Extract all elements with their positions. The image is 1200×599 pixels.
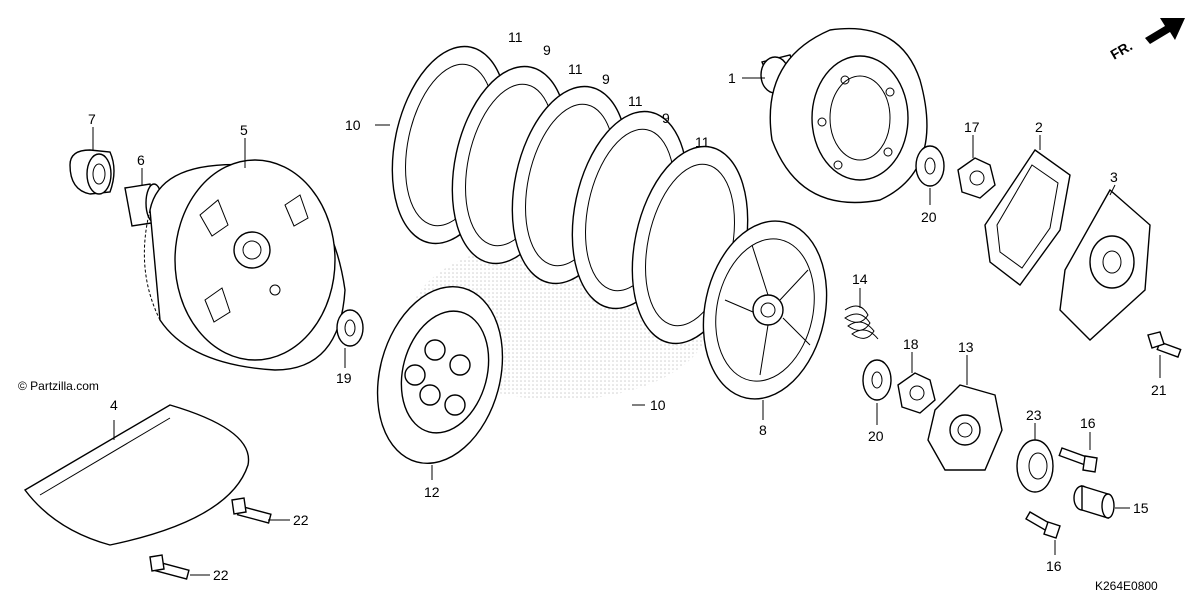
callout-labels: 1 2 3 4 5 6 7 8 9 9 9 10 10 11 11 11 11 … [88,29,1167,583]
part-15-pin[interactable] [1073,485,1115,519]
clutch-plate-stack[interactable] [375,36,764,354]
part-22-bolt-upper[interactable] [231,497,272,524]
callout-16-a: 16 [1080,415,1096,431]
part-20-washer-lower[interactable] [862,359,892,401]
callout-1: 1 [728,70,736,86]
callout-9-b: 9 [602,71,610,87]
callout-20-a: 20 [921,209,937,225]
callout-21: 21 [1151,382,1167,398]
part-16-bolt-lower[interactable] [1025,511,1061,539]
part-14-spring[interactable] [844,305,879,340]
callout-6: 6 [137,152,145,168]
front-direction-arrow: FR. [1108,18,1185,63]
callout-20-b: 20 [868,428,884,444]
callout-18: 18 [903,336,919,352]
callout-17: 17 [964,119,980,135]
part-21-bolt[interactable] [1147,331,1182,358]
callout-16-b: 16 [1046,558,1062,574]
callout-15: 15 [1133,500,1149,516]
callout-22-a: 22 [293,512,309,528]
callout-11-d: 11 [695,134,710,150]
callout-11-b: 11 [568,61,583,77]
callout-5: 5 [240,122,248,138]
callout-12: 12 [424,484,440,500]
callout-22-b: 22 [213,567,229,583]
part-18-lifter[interactable] [897,372,936,414]
callout-9-a: 9 [543,42,551,58]
callout-10-a: 10 [345,117,361,133]
part-16-bolt-upper[interactable] [1058,447,1098,473]
part-19-washer[interactable] [336,309,364,347]
part-7-seal[interactable] [69,149,115,195]
callout-23: 23 [1026,407,1042,423]
diagram-code: K264E0800 [1095,579,1158,593]
leader-lines [92,77,1161,576]
part-5-clutch-outer[interactable] [143,159,346,371]
part-3-cover[interactable] [1059,188,1151,341]
callout-3: 3 [1110,169,1118,185]
callout-11-a: 11 [508,29,523,45]
callout-8: 8 [759,422,767,438]
callout-14: 14 [852,271,868,287]
part-23-bearing[interactable] [1016,439,1054,493]
watermark-text: © Partzilla.com [18,379,99,393]
callout-11-c: 11 [628,93,643,109]
callout-4: 4 [110,397,118,413]
part-17-cam[interactable] [957,157,996,199]
callout-9-c: 9 [662,110,670,126]
part-20-washer-upper[interactable] [915,145,945,187]
front-direction-label: FR. [1108,37,1136,62]
part-4-guide[interactable] [23,404,250,546]
part-13-lifter-plate[interactable] [927,384,1003,471]
part-1-drum[interactable] [760,27,928,204]
callout-7: 7 [88,111,96,127]
callout-10-b: 10 [650,397,666,413]
callout-2: 2 [1035,119,1043,135]
callout-19: 19 [336,370,352,386]
part-22-bolt-lower[interactable] [149,554,190,580]
callout-13: 13 [958,339,974,355]
part-2-gasket[interactable] [984,149,1071,286]
part-8-clutch-center[interactable] [688,209,843,410]
part-12-pressure-plate[interactable] [359,273,521,478]
